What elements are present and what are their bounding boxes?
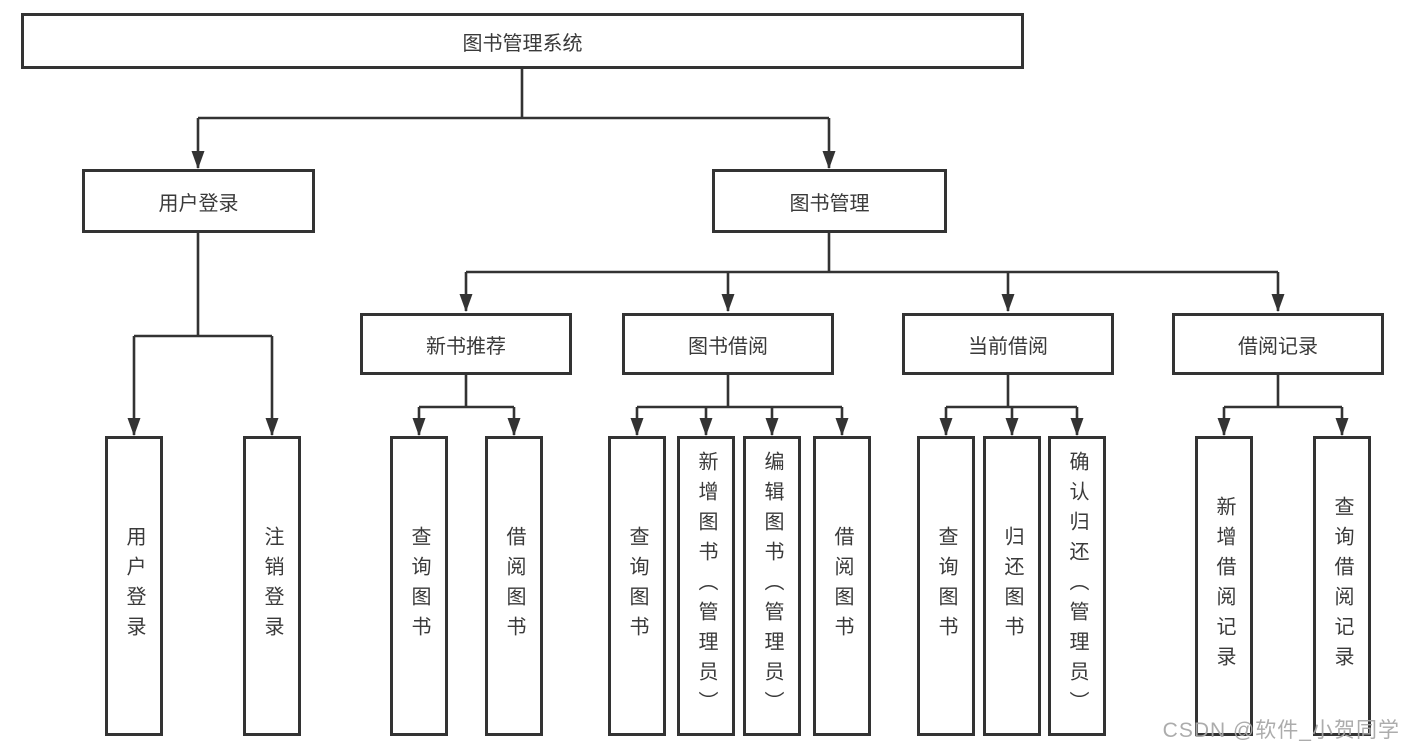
node-new-book-recommend: 新书推荐 [360,313,572,375]
node-book-borrow-label: 图书借阅 [688,335,768,358]
node-book-borrow: 图书借阅 [622,313,834,375]
wire-current-split [946,375,1077,409]
leaf-cb-return-books: 归还图书 [983,436,1041,736]
node-book-management: 图书管理 [712,169,947,233]
leaf-nb-query-books-label: 查询图书 [408,526,430,646]
node-borrow-records: 借阅记录 [1172,313,1384,375]
leaf-bb-query-books: 查询图书 [608,436,666,736]
leaf-rec-query-record-label: 查询借阅记录 [1331,496,1353,676]
leaf-user-login-label: 用户登录 [123,526,145,646]
leaf-cb-query-books-label: 查询图书 [935,526,957,646]
node-new-book-recommend-label: 新书推荐 [426,335,506,358]
wire-newbook-split [419,375,514,409]
node-library-system: 图书管理系统 [21,13,1024,69]
leaf-bb-add-books-admin-label: 新增图书（管理员） [695,451,717,721]
leaf-nb-borrow-books-label: 借阅图书 [503,526,525,646]
leaf-cb-confirm-return-admin-label: 确认归还（管理员） [1066,451,1088,721]
node-current-borrow: 当前借阅 [902,313,1114,375]
leaf-cb-query-books: 查询图书 [917,436,975,736]
leaf-bb-query-books-label: 查询图书 [626,526,648,646]
leaf-bb-borrow-books-label: 借阅图书 [831,526,853,646]
leaf-logout-label: 注销登录 [261,526,283,646]
wire-borrow-split [637,375,842,409]
node-library-system-label: 图书管理系统 [462,32,583,55]
leaf-bb-edit-books-admin-label: 编辑图书（管理员） [761,451,783,721]
leaf-nb-query-books: 查询图书 [390,436,448,736]
wire-mgmt-split [466,233,1278,274]
leaf-rec-query-record: 查询借阅记录 [1313,436,1371,736]
leaf-nb-borrow-books: 借阅图书 [485,436,543,736]
leaf-logout: 注销登录 [243,436,301,736]
leaf-cb-return-books-label: 归还图书 [1001,526,1023,646]
leaf-user-login: 用户登录 [105,436,163,736]
wire-root-split [198,69,829,120]
node-book-management-label: 图书管理 [789,192,870,215]
wire-user-split [134,233,272,338]
csdn-watermark: CSDN @软件_小贺同学 [1162,719,1400,742]
node-user-login-label: 用户登录 [158,192,239,215]
wire-records-split [1224,375,1342,409]
node-borrow-records-label: 借阅记录 [1238,335,1318,358]
leaf-bb-borrow-books: 借阅图书 [813,436,871,736]
node-current-borrow-label: 当前借阅 [968,335,1048,358]
node-user-login: 用户登录 [82,169,315,233]
leaf-rec-add-record-label: 新增借阅记录 [1213,496,1235,676]
leaf-bb-edit-books-admin: 编辑图书（管理员） [743,436,801,736]
leaf-cb-confirm-return-admin: 确认归还（管理员） [1048,436,1106,736]
leaf-bb-add-books-admin: 新增图书（管理员） [677,436,735,736]
leaf-rec-add-record: 新增借阅记录 [1195,436,1253,736]
